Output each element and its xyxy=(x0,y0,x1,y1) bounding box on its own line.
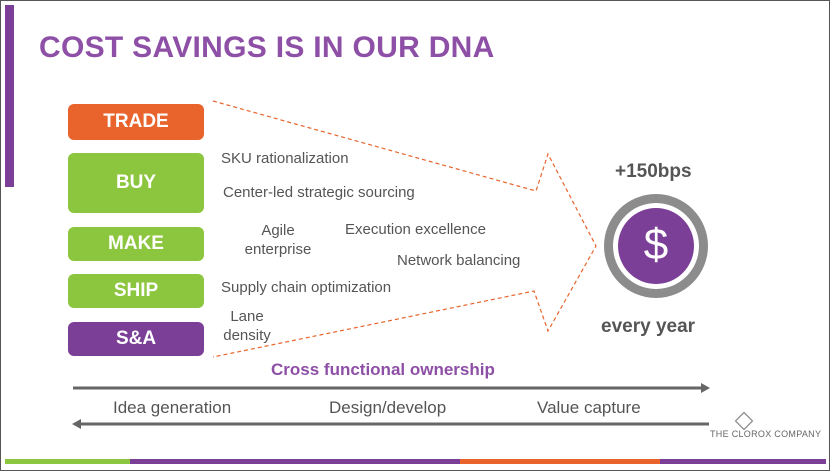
dashed-arrow-outline xyxy=(212,100,597,358)
pill-buy-label: BUY xyxy=(115,172,157,193)
footer-bar-green xyxy=(5,459,130,464)
company-logo: THE CLOROX COMPANY xyxy=(710,429,822,439)
flow-step-value-capture: Value capture xyxy=(537,398,641,417)
note-network-balancing: Network balancing xyxy=(397,252,521,269)
note-lane-density: Lane density xyxy=(223,308,271,344)
flow-step-design-develop: Design/develop xyxy=(329,398,447,417)
flow-step-idea-generation: Idea generation xyxy=(113,398,232,417)
footer-bar-purple xyxy=(130,459,460,464)
result-period: every year xyxy=(601,316,696,337)
dollar-icon: $ xyxy=(643,220,669,269)
pill-trade: TRADE xyxy=(68,104,204,140)
result-amount: +150bps xyxy=(615,161,692,182)
pill-make: MAKE xyxy=(68,227,204,261)
coin-core xyxy=(618,208,694,284)
note-sku-rationalization: SKU rationalization xyxy=(221,150,349,167)
note-center-led-sourcing: Center-led strategic sourcing xyxy=(223,184,415,201)
ownership-label: Cross functional ownership xyxy=(271,360,495,379)
pill-buy: BUY xyxy=(68,153,204,213)
note-supply-chain-optimization: Supply chain optimization xyxy=(221,279,392,296)
pill-make-label: MAKE xyxy=(108,233,164,254)
pill-ship-label: SHIP xyxy=(113,280,159,301)
logo-diamond-icon xyxy=(734,411,754,431)
note-agile-enterprise: Agile enterprise xyxy=(244,222,312,258)
pill-sa-label: S&A xyxy=(115,328,157,349)
ownership-arrowhead xyxy=(701,383,710,393)
pill-trade-label: TRADE xyxy=(103,111,169,132)
pill-ship: SHIP xyxy=(68,274,204,308)
note-execution-excellence: Execution excellence xyxy=(345,221,486,238)
return-arrowhead xyxy=(72,419,81,429)
pill-sa: S&A xyxy=(68,322,204,356)
footer-bar-purple-end xyxy=(660,459,826,464)
accent-bar xyxy=(5,5,14,187)
footer-bar-orange xyxy=(460,459,660,464)
slide-title: COST SAVINGS IS IN OUR DNA xyxy=(39,31,495,64)
